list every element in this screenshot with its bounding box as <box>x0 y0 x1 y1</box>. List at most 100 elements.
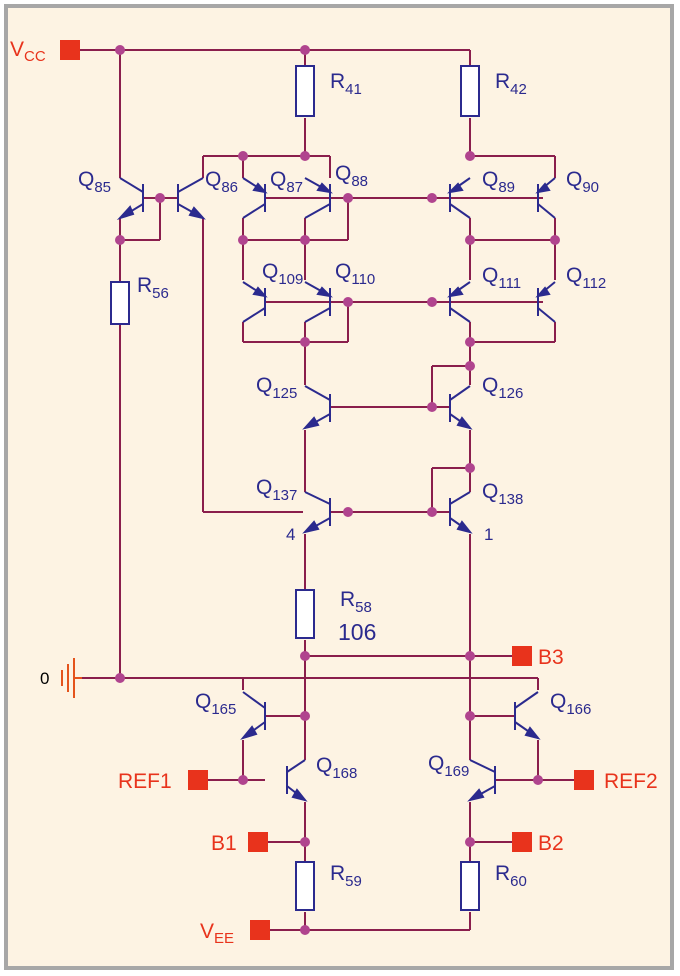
q137-label: Q137 <box>256 476 297 504</box>
q111-label: Q111 <box>482 264 521 292</box>
q85-label: Q85 <box>78 168 111 196</box>
transistor-q125 <box>302 385 331 430</box>
q137-label-main: Q <box>256 476 272 499</box>
q87-label-main: Q <box>270 168 286 191</box>
q109-label-sub: 109 <box>278 271 303 288</box>
transistor-q165 <box>240 691 266 740</box>
q125-label-main: Q <box>256 374 272 397</box>
transistor-q90 <box>535 177 556 219</box>
r58-label: R58 <box>340 588 372 616</box>
r42-label: R42 <box>495 70 527 98</box>
q138-label-main: Q <box>482 480 498 503</box>
q165-label-main: Q <box>195 690 211 713</box>
q165-label: Q165 <box>195 690 236 718</box>
b1-label: B1 <box>211 832 237 855</box>
q111-label-sub: 111 <box>498 275 521 292</box>
b3-port <box>512 646 532 666</box>
transistor-q89 <box>447 177 471 219</box>
ground-icon <box>61 658 82 698</box>
ports <box>60 40 594 940</box>
r60-label-sub: 60 <box>510 873 527 890</box>
q111-label-main: Q <box>482 264 498 287</box>
b2-label: B2 <box>538 832 564 855</box>
b2-port <box>512 832 532 852</box>
ref1-label: REF1 <box>118 770 172 793</box>
q86-label-sub: 86 <box>221 179 238 196</box>
resistor-r56 <box>110 281 130 325</box>
b3-label: B3 <box>538 646 564 669</box>
r42-label-main: R <box>495 70 510 93</box>
r59-label-sub: 59 <box>345 873 362 890</box>
q90-label: Q90 <box>566 168 599 196</box>
vee-port <box>250 920 270 940</box>
q165-label-sub: 165 <box>211 701 236 718</box>
q86-label: Q86 <box>205 168 238 196</box>
q138-label: Q138 <box>482 480 523 508</box>
r56-label-sub: 56 <box>152 285 169 302</box>
q85-label-sub: 85 <box>94 179 111 196</box>
transistor-q111 <box>447 281 471 323</box>
q168-label: Q168 <box>316 754 357 782</box>
transistor-q110 <box>304 281 333 323</box>
transistors <box>116 177 556 802</box>
r60-label-main: R <box>495 862 510 885</box>
q137-label-sub: 137 <box>272 487 297 504</box>
r59-label: R59 <box>330 862 362 890</box>
transistor-q138 <box>449 491 473 534</box>
q166-label-main: Q <box>550 690 566 713</box>
ref1-port <box>188 770 208 790</box>
transistor-q166 <box>514 691 541 740</box>
q87-label-sub: 87 <box>286 179 303 196</box>
q166-label-sub: 166 <box>566 701 591 718</box>
vee-label-sub: EE <box>214 930 234 947</box>
resistor-r60 <box>460 861 480 911</box>
q88-label: Q88 <box>335 162 368 190</box>
r56-label: R56 <box>137 274 169 302</box>
r58-label-sub: 58 <box>355 599 372 616</box>
ref2-port <box>574 770 594 790</box>
diagram-background <box>4 4 674 970</box>
r60-label: R60 <box>495 862 527 890</box>
transistor-q86 <box>177 177 206 220</box>
resistor-r59 <box>295 861 315 911</box>
resistors <box>110 65 480 911</box>
q87-label: Q87 <box>270 168 303 196</box>
q112-label-sub: 112 <box>582 275 606 292</box>
q89-label: Q89 <box>482 168 515 196</box>
q125-label: Q125 <box>256 374 297 402</box>
ref2-label: REF2 <box>604 770 658 793</box>
q169-label-sub: 169 <box>444 763 469 780</box>
q169-label-main: Q <box>428 752 444 775</box>
vcc-label-main: V <box>10 38 24 61</box>
q109-label: Q109 <box>262 260 303 288</box>
q88-label-sub: 88 <box>351 173 368 190</box>
node-1-label: 1 <box>484 525 493 544</box>
transistor-q169 <box>467 759 496 802</box>
vcc-label: VCC <box>10 38 46 65</box>
q166-label: Q166 <box>550 690 591 718</box>
ground-label: 0 <box>40 669 49 688</box>
r41-label-main: R <box>330 70 345 93</box>
q126-label-main: Q <box>482 374 498 397</box>
q125-label-sub: 125 <box>272 385 297 402</box>
vcc-label-sub: CC <box>24 48 46 65</box>
node-4-label: 4 <box>286 525 295 544</box>
q90-label-main: Q <box>566 168 582 191</box>
q138-label-sub: 138 <box>498 491 523 508</box>
q168-label-sub: 168 <box>332 765 357 782</box>
q89-label-sub: 89 <box>498 179 515 196</box>
q112-label-main: Q <box>566 264 582 287</box>
junction-nodes <box>115 45 560 935</box>
transistor-q112 <box>535 281 556 323</box>
r56-label-main: R <box>137 274 152 297</box>
transistor-q137 <box>302 491 331 534</box>
b1-port <box>248 832 268 852</box>
resistor-r58 <box>295 589 315 639</box>
r41-label: R41 <box>330 70 362 98</box>
q110-label: Q110 <box>335 260 375 288</box>
transistor-q87 <box>242 177 268 219</box>
r58-label-main: R <box>340 588 355 611</box>
q112-label: Q112 <box>566 264 606 292</box>
q110-label-main: Q <box>335 260 351 283</box>
